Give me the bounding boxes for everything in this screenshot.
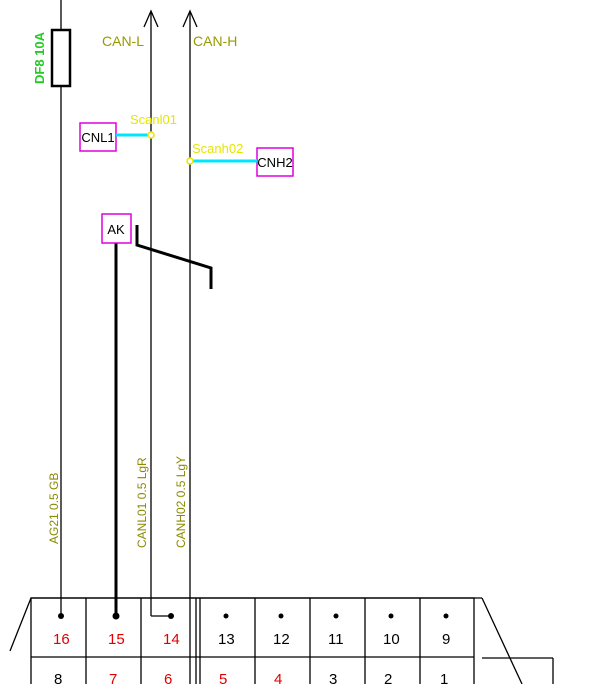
pin-label: 7 — [109, 671, 117, 684]
splice-box-label: CNL1 — [81, 130, 114, 145]
pin-contact — [278, 613, 284, 619]
component-box-ak — [101, 213, 132, 244]
ground-symbol — [135, 225, 213, 289]
splice-tag: Scanh02 — [192, 141, 243, 156]
can-h-label: CAN-H — [193, 33, 237, 49]
pin-label: 14 — [163, 631, 180, 648]
pin-label: 9 — [442, 631, 450, 648]
wire-label-canh02: CANH02 0.5 LgY — [174, 456, 188, 548]
fuse-label: DF8 10A — [32, 31, 47, 84]
pin-label: 1 — [440, 671, 448, 684]
pin-label: 4 — [274, 671, 282, 684]
pin-contact — [58, 613, 64, 619]
splice-box-cnl1 — [79, 122, 117, 152]
can-l-label: CAN-L — [102, 33, 144, 49]
fuse-symbol — [50, 28, 72, 88]
pin-contact — [223, 613, 229, 619]
pin-label: 3 — [329, 671, 337, 684]
pin-label: 8 — [54, 671, 62, 684]
splice-node — [147, 131, 155, 139]
pin-label: 10 — [383, 631, 400, 648]
splice-box-label: CNH2 — [257, 155, 292, 170]
wire-label-canl01: CANL01 0.5 LgR — [135, 457, 149, 548]
pin-contact — [443, 613, 449, 619]
splice-tag: Scanl01 — [130, 112, 177, 127]
pin-contact — [112, 612, 120, 620]
pin-label: 2 — [384, 671, 392, 684]
pin-label: 15 — [108, 631, 125, 648]
pin-label: 13 — [218, 631, 235, 648]
splice-box-cnh2 — [256, 147, 294, 177]
pin-contact — [388, 613, 394, 619]
connector — [9, 597, 554, 684]
arrow-up-icon — [182, 9, 198, 28]
splice-node — [186, 157, 194, 165]
arrow-up-icon — [143, 9, 159, 28]
pin-label: 5 — [219, 671, 227, 684]
pin-label: 12 — [273, 631, 290, 648]
component-label: AK — [107, 222, 125, 237]
pin-label: 11 — [328, 631, 344, 648]
pin-label: 6 — [164, 671, 172, 684]
pin-label: 16 — [53, 631, 70, 648]
pin-contact — [168, 613, 174, 619]
pin-contact — [333, 613, 339, 619]
wire-label-ag21: AG21 0.5 GB — [47, 473, 61, 544]
